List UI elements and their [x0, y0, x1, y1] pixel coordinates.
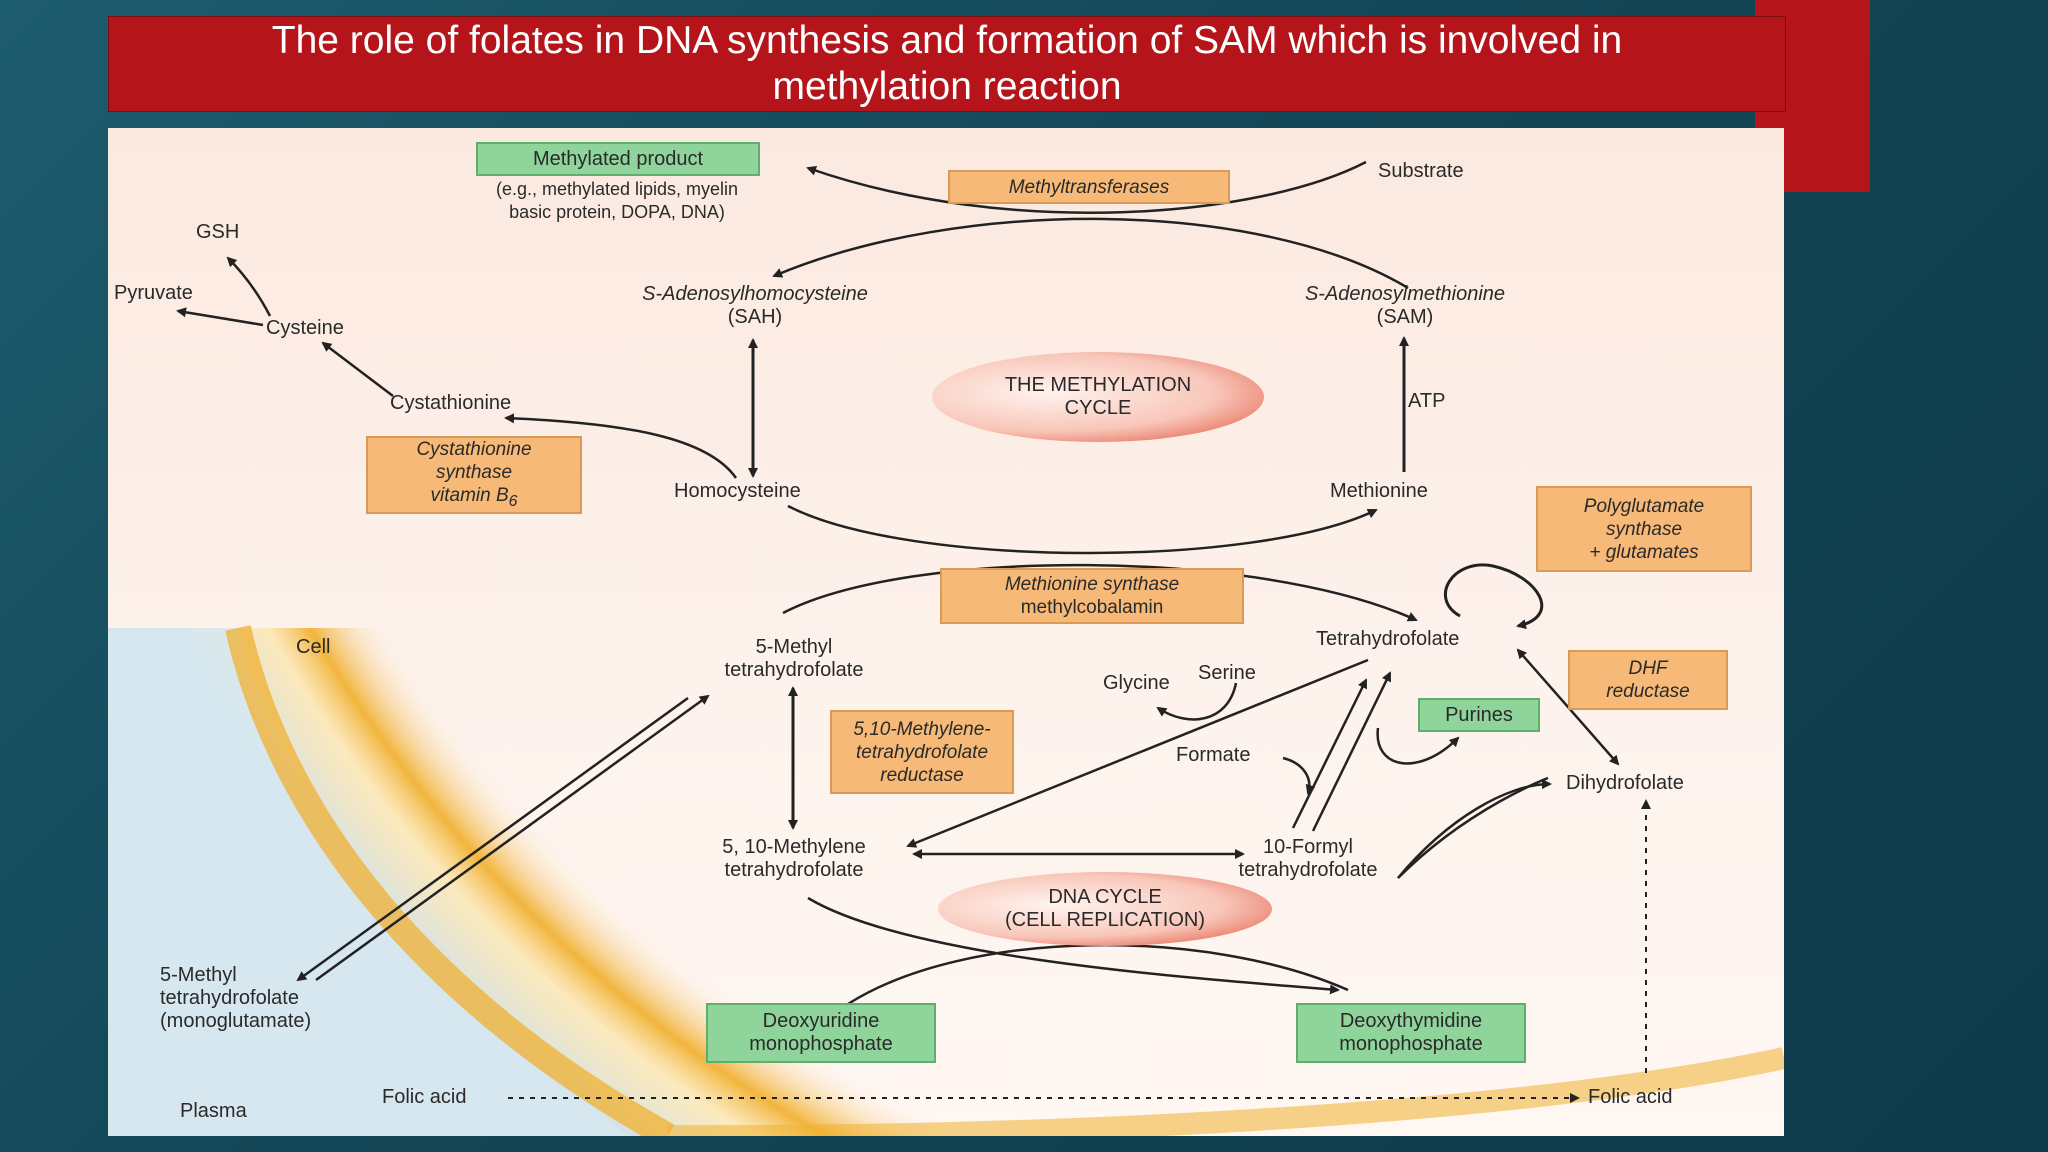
arrow-thf-methylene	[906, 658, 1369, 848]
purines-box: Purines	[1418, 698, 1540, 732]
sah-label-1: S-Adenosylhomocysteine	[642, 283, 868, 305]
plasma-methyl-line-1: 5-Methyl	[160, 964, 237, 986]
met-synthase-line-2: methylcobalamin	[1020, 597, 1164, 618]
diagram-graphics	[108, 160, 1784, 1136]
substrate-label: Substrate	[1378, 160, 1464, 182]
polyglutamate-line-2: synthase	[1605, 518, 1683, 540]
methylation-cycle-line-2: CYCLE	[1064, 397, 1132, 419]
polyglutamate-line-1: Polyglutamate	[1583, 495, 1705, 517]
mthfr-box: 5,10-Methylene- tetrahydrofolate reducta…	[830, 710, 1014, 794]
plasma-methyl-line-2: tetrahydrofolate	[160, 987, 299, 1009]
dtmp-box: Deoxythymidine monophosphate	[1296, 1003, 1526, 1063]
cystathionine-synthase-box: Cystathionine synthase vitamin B6	[366, 436, 582, 514]
thf-label: Tetrahydrofolate	[1316, 628, 1460, 650]
arrow-formate	[1282, 756, 1316, 795]
dna-cycle-line-2: (CELL REPLICATION)	[1004, 909, 1206, 931]
dtmp-line-1: Deoxythymidine	[1339, 1010, 1483, 1032]
dna-cycle-oval: DNA CYCLE (CELL REPLICATION)	[938, 872, 1272, 946]
atp-label: ATP	[1408, 390, 1446, 412]
gsh-label: GSH	[196, 221, 240, 243]
arrow-to-dhf	[1397, 779, 1552, 879]
membrane-stripe	[225, 625, 675, 1136]
sam-label-1: S-Adenosylmethionine	[1304, 283, 1506, 305]
cbs-line-1: Cystathionine	[416, 438, 532, 460]
glycine-label: Glycine	[1103, 672, 1170, 694]
methylated-product-box: Methylated product	[476, 142, 760, 176]
formate-label: Formate	[1176, 744, 1251, 766]
arrow-homocysteine-cystathionine	[504, 413, 738, 479]
folate-diagram: Methylated product (e.g., methylated lip…	[108, 128, 1784, 1136]
arrow-into-cell	[315, 694, 710, 982]
arrow-serine-glycine	[1156, 682, 1238, 721]
arrow-polyglutamate-loop	[1443, 563, 1544, 630]
arrow-cysteine-gsh	[226, 256, 272, 317]
methylene-thf-line-1: 5, 10-Methylene	[722, 836, 866, 858]
arrow-formyl-thf-a	[1291, 678, 1368, 829]
methylation-cycle-line-1: THE METHYLATION	[1004, 374, 1192, 396]
methylated-examples-2: basic protein, DOPA, DNA)	[509, 202, 725, 222]
cbs-line-3: vitamin B6	[431, 484, 518, 513]
cystathionine-label: Cystathionine	[390, 392, 512, 414]
dna-cycle-line-1: DNA CYCLE	[1048, 886, 1162, 908]
mthfr-line-2: tetrahydrofolate	[855, 741, 989, 763]
methylation-cycle-oval: THE METHYLATION CYCLE	[932, 352, 1264, 442]
met-synthase-line-1: Methionine synthase	[1004, 574, 1180, 595]
title-banner: The role of folates in DNA synthesis and…	[108, 16, 1786, 112]
methyltransferases-label: Methyltransferases	[1008, 176, 1170, 198]
arrow-into-plasma	[296, 696, 689, 982]
polyglutamate-line-3: + glutamates	[1589, 541, 1699, 563]
cell-label: Cell	[296, 636, 331, 658]
dtmp-line-2: monophosphate	[1339, 1033, 1483, 1055]
methylated-product-label: Methylated product	[532, 147, 704, 170]
formyl-thf-line-1: 10-Formyl	[1262, 836, 1354, 858]
methyl-thf-line-2: tetrahydrofolate	[724, 659, 864, 681]
folic-acid-right-label: Folic acid	[1588, 1086, 1673, 1108]
folic-acid-left-label: Folic acid	[382, 1086, 467, 1108]
homocysteine-label: Homocysteine	[674, 480, 801, 502]
pyruvate-label: Pyruvate	[114, 282, 193, 304]
methyl-thf-line-1: 5-Methyl	[755, 636, 833, 658]
dump-line-2: monophosphate	[749, 1033, 893, 1055]
mthfr-line-3: reductase	[880, 764, 964, 786]
methylated-examples-1: (e.g., methylated lipids, myelin	[495, 179, 739, 199]
arrow-formyl-thf-b	[1311, 671, 1392, 832]
dump-box: Deoxyuridine monophosphate	[706, 1003, 936, 1063]
cbs-vitamin: vitamin B	[430, 484, 509, 506]
formyl-thf-line-2: tetrahydrofolate	[1238, 859, 1378, 881]
methionine-label: Methionine	[1330, 480, 1428, 502]
cbs-line-2: synthase	[435, 461, 513, 483]
cysteine-label: Cysteine	[266, 317, 344, 339]
dihydrofolate-label: Dihydrofolate	[1566, 772, 1684, 794]
arrow-methylthf-thf	[782, 563, 1418, 622]
dhf-reductase-line-1: DHF	[1628, 658, 1668, 679]
dhf-reductase-line-2: reductase	[1606, 681, 1690, 702]
sah-label-2: (SAH)	[727, 306, 783, 328]
plasma-methyl-line-3: (monoglutamate)	[160, 1010, 312, 1032]
arrow-cystathionine-cysteine	[321, 341, 394, 397]
sam-label-2: (SAM)	[1376, 306, 1434, 328]
methylene-thf-line-2: tetrahydrofolate	[724, 859, 864, 881]
arrow-cysteine-pyruvate	[176, 307, 264, 327]
slide-title: The role of folates in DNA synthesis and…	[271, 19, 1623, 108]
arrow-homocysteine-methionine	[787, 504, 1378, 555]
mthfr-line-1: 5,10-Methylene-	[853, 718, 991, 740]
dump-line-1: Deoxyuridine	[762, 1010, 880, 1032]
methyltransferases-box: Methyltransferases	[948, 170, 1230, 204]
arrow-substrate-to-methylated	[806, 160, 1367, 214]
arrow-methylene-dtmp	[807, 896, 1340, 995]
methionine-synthase-box: Methionine synthase methylcobalamin	[940, 568, 1244, 624]
dhf-reductase-box: DHF reductase	[1568, 650, 1728, 710]
purines-label: Purines	[1445, 703, 1513, 726]
arrow-purines	[1376, 727, 1460, 765]
cbs-subscript: 6	[508, 492, 518, 510]
polyglutamate-synthase-box: Polyglutamate synthase + glutamates	[1536, 486, 1752, 572]
membrane-stripe-bottom	[668, 1047, 1784, 1136]
serine-label: Serine	[1198, 662, 1256, 684]
arrow-sam-to-sah	[772, 217, 1409, 290]
plasma-label: Plasma	[180, 1100, 247, 1122]
